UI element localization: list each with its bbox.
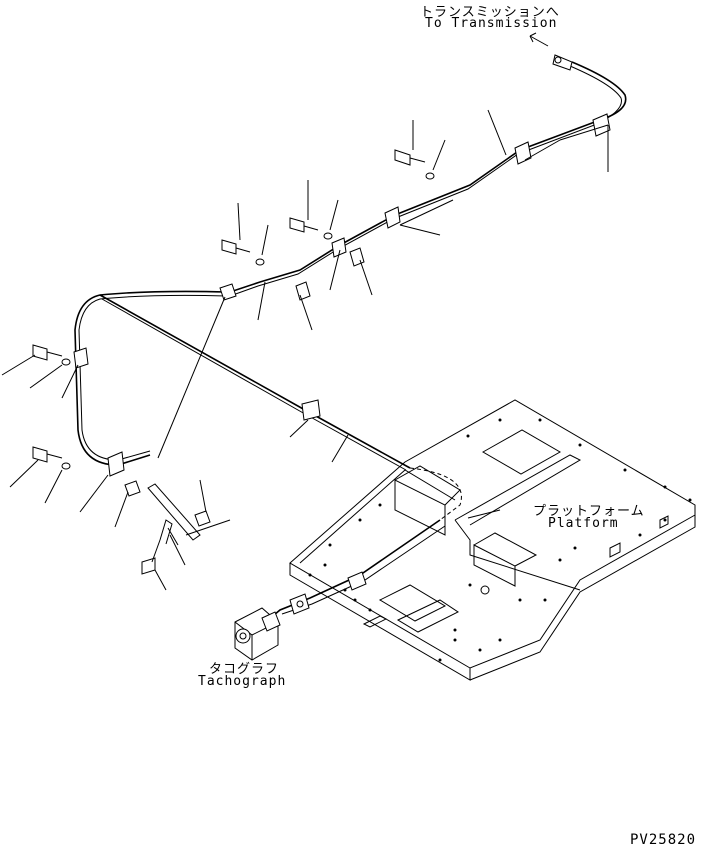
platform-label-jp: プラットフォーム [533, 504, 645, 519]
tachograph-label-en: Tachograph [198, 674, 287, 689]
transmission-label-en: To Transmission [425, 16, 558, 31]
tachograph-unit [234, 607, 281, 661]
leader-lines [1, 32, 609, 591]
transmission-label-jp: トランスミッションへ [420, 5, 560, 20]
tachograph-label-jp: タコグラフ [209, 662, 280, 677]
platform-frame [289, 399, 696, 681]
platform-label-en: Platform [548, 516, 619, 531]
mounting-hardware [32, 149, 435, 575]
drawing-number: PV25820 [630, 832, 697, 848]
speedometer-cable [74, 54, 627, 621]
